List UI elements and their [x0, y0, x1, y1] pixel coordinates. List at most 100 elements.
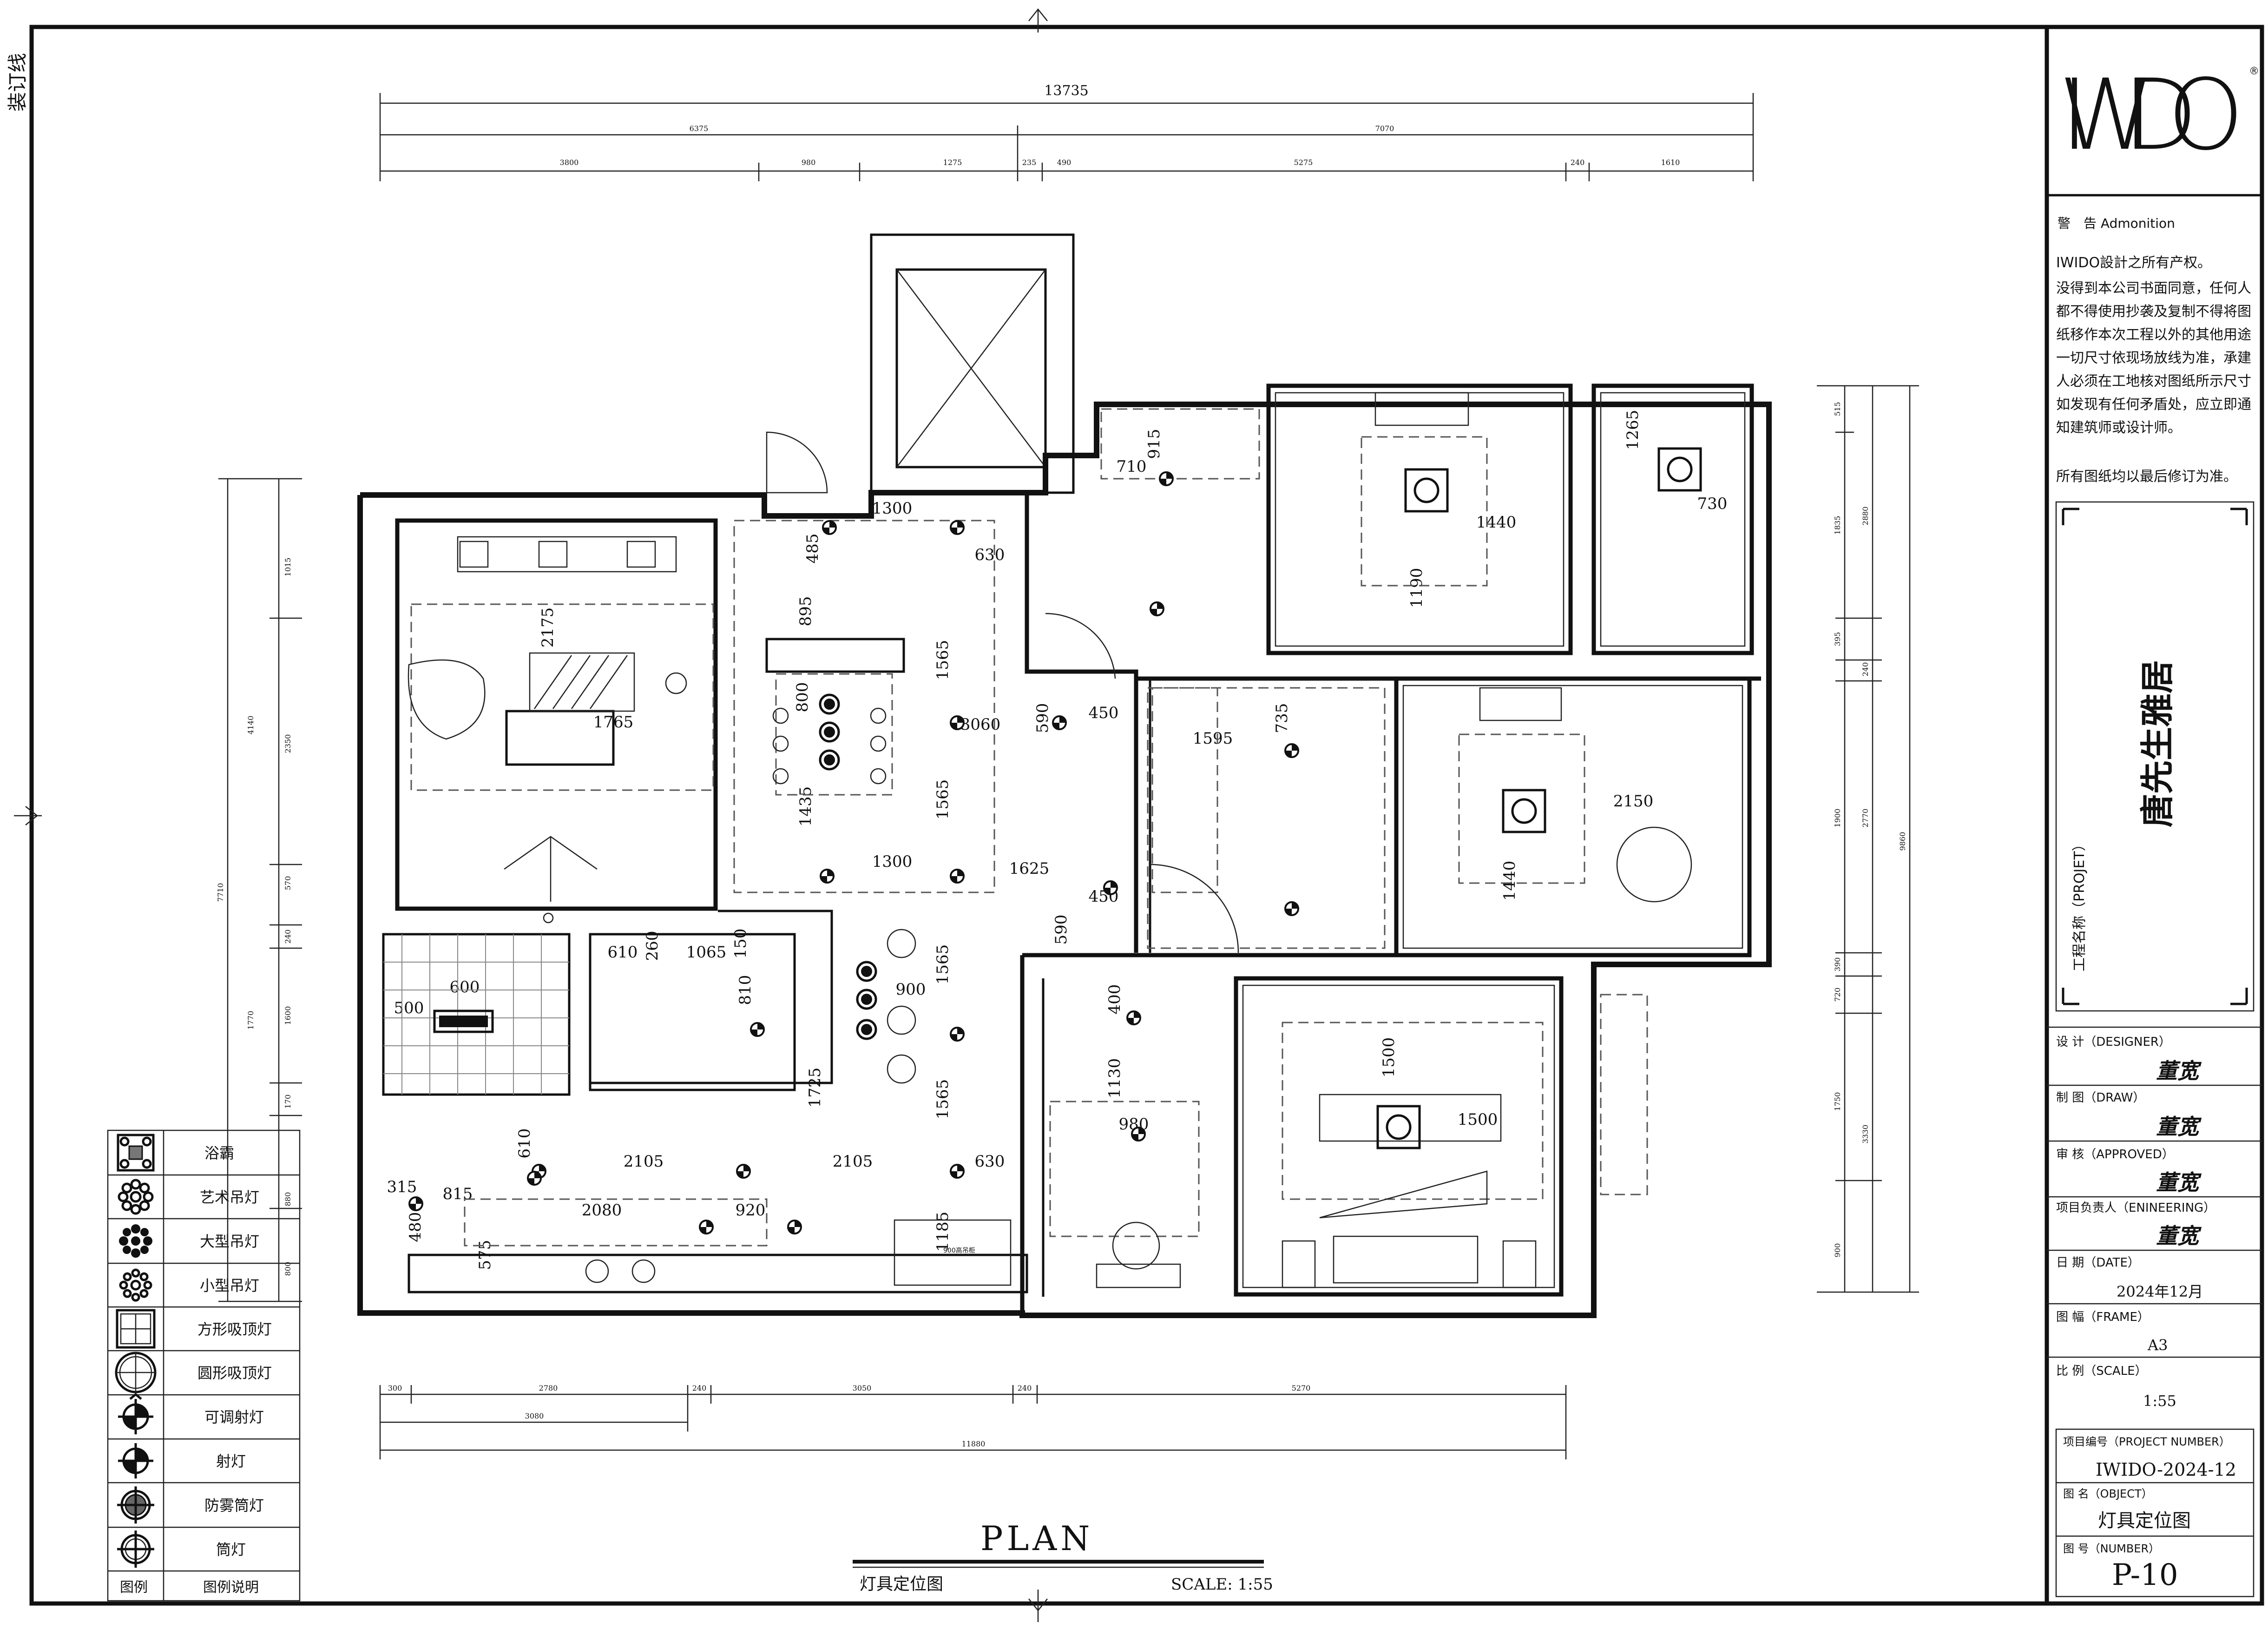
dimension-label: 2105 — [624, 1152, 664, 1171]
spotlight-fixture — [1131, 1127, 1146, 1142]
dimension-label: 2350 — [283, 734, 292, 753]
engineering-signature: 董宽 — [2156, 1223, 2202, 1248]
dimension-label: 2150 — [1613, 792, 1654, 811]
dimension-label: 1435 — [796, 786, 815, 827]
dimension-label: 315 — [387, 1178, 417, 1196]
project-number-label: 项目编号（PROJECT NUMBER） — [2063, 1435, 2230, 1448]
dimension-label: 11880 — [962, 1439, 986, 1448]
dimension-label: 610 — [515, 1128, 534, 1159]
dimension-label: 810 — [736, 975, 755, 1005]
legend-label: 小型吊灯 — [200, 1277, 259, 1294]
dimension-label: 235 — [1022, 158, 1037, 167]
number-label: 图 号（NUMBER） — [2063, 1542, 2160, 1555]
dimension-label: 1500 — [1380, 1037, 1398, 1078]
dimension-label: 980 — [802, 158, 816, 167]
dimension-label: 485 — [803, 534, 822, 564]
dimension-label: 710 — [1117, 457, 1147, 476]
spotlight-fixture — [1052, 715, 1067, 730]
square-ceiling-light-icon — [116, 1309, 156, 1349]
frame-value: A3 — [2147, 1336, 2168, 1354]
date-value: 2024年12月 — [2117, 1283, 2203, 1300]
approved-label: 审 核（APPROVED） — [2056, 1148, 2174, 1161]
legend-col-symbol: 图例 — [120, 1579, 148, 1596]
frame-label: 图 幅（FRAME） — [2056, 1310, 2150, 1324]
svg-text:没得到本公司书面同意，任何人: 没得到本公司书面同意，任何人 — [2056, 280, 2251, 297]
dimension-label: 590 — [1033, 703, 1052, 733]
dimension-label: 570 — [283, 876, 292, 891]
svg-text:知建筑师或设计师。: 知建筑师或设计师。 — [2056, 420, 2182, 436]
dimension-label: 1565 — [933, 944, 952, 985]
spotlight-fixture — [820, 869, 835, 884]
dimension-label: 3800 — [560, 158, 579, 167]
admonition-footer: 所有图纸均以最后修订为准。 — [2056, 469, 2237, 485]
square-light-fixture — [1404, 468, 1449, 513]
spotlight-fixture — [1150, 601, 1164, 616]
dimension-label: 300 — [388, 1384, 402, 1392]
dimension-label: 3330 — [1861, 1125, 1870, 1144]
legend-label: 筒灯 — [216, 1541, 246, 1558]
dimension-label: 260 — [643, 931, 662, 961]
legend-label: 艺术吊灯 — [200, 1188, 259, 1206]
dimension-label: 1600 — [283, 1006, 292, 1025]
dimension-label: 390 — [1833, 957, 1842, 972]
chandelier-fixture — [819, 721, 840, 743]
dimension-label: 900 — [896, 980, 926, 999]
dimension-label: 1015 — [283, 558, 292, 577]
plan-title-text: PLAN — [980, 1519, 1093, 1558]
admonition-body: IWIDO設計之所有产权。 没得到本公司书面同意，任何人 都不得使用抄袭及复制不… — [2056, 255, 2251, 436]
dimension-label: 1440 — [1500, 861, 1519, 901]
round-ceiling-light-icon — [115, 1352, 157, 1393]
dimension-label: 3050 — [853, 1384, 872, 1392]
legend-label: 浴霸 — [204, 1144, 234, 1162]
dimension-label: 2880 — [1861, 507, 1870, 526]
dimension-label: 1130 — [1105, 1058, 1124, 1099]
legend-label: 防雾筒灯 — [204, 1497, 264, 1514]
dimension-label: 610 — [608, 943, 638, 962]
dimension-label: 240 — [1018, 1384, 1032, 1392]
bath-heater-icon — [117, 1134, 155, 1172]
svg-text:IWIDO設計之所有产权。: IWIDO設計之所有产权。 — [2056, 255, 2211, 271]
dimension-label: 730 — [1697, 495, 1728, 513]
legend-label: 圆形吸顶灯 — [197, 1364, 272, 1382]
dimension-label: 1300 — [872, 499, 913, 518]
dimension-label: 1565 — [933, 640, 952, 680]
dimension-label: 600 — [450, 978, 480, 996]
dimension-label: 2770 — [1861, 809, 1870, 828]
downlight-icon — [117, 1531, 154, 1568]
dimension-label: 895 — [796, 596, 815, 627]
legend-col-desc: 图例说明 — [203, 1579, 259, 1596]
title-block: IWIDO ® 警 告 Admonition IWIDO設計之所有产权。 没得到… — [2047, 58, 2262, 1597]
dimension-label: 1190 — [1407, 568, 1426, 608]
dimension-label: 1595 — [1193, 729, 1233, 748]
dimension-label: 2080 — [582, 1201, 622, 1220]
chandelier-fixture — [856, 961, 877, 982]
square-light-fixture — [1502, 789, 1546, 833]
legend: 浴霸 艺术吊灯 大型吊灯 小型吊灯 方形吸顶灯 圆形吸顶灯 可调射灯 射灯 防雾… — [107, 1129, 301, 1602]
spotlight-fixture — [1284, 743, 1299, 758]
dimension-label: 815 — [443, 1185, 473, 1203]
small-chandelier-icon — [119, 1268, 152, 1302]
spotlight-fixture — [822, 520, 837, 535]
dimension-label: 1265 — [1624, 410, 1642, 450]
dimension-label: 920 — [736, 1201, 766, 1220]
spotlight-fixture — [527, 1171, 542, 1186]
light-fixtures — [408, 447, 1702, 1234]
dimension-label: 1725 — [806, 1068, 824, 1108]
legend-label: 可调射灯 — [204, 1408, 264, 1426]
dimension-label: 735 — [1273, 703, 1291, 733]
dimension-label: 240 — [283, 930, 292, 944]
scale-value: 1:55 — [2143, 1392, 2176, 1410]
dimension-label: 2175 — [539, 607, 557, 648]
spotlight-fixture — [950, 869, 965, 884]
spotlight-fixture — [408, 1196, 423, 1211]
brand-logo: IWIDO — [2058, 58, 2246, 172]
dimension-label: 7070 — [1375, 124, 1394, 133]
object-label: 图 名（OBJECT） — [2063, 1487, 2153, 1500]
svg-text:一切尺寸依现场放线为准，承建: 一切尺寸依现场放线为准，承建 — [2056, 350, 2251, 366]
project-number-value: IWIDO-2024-12 — [2096, 1459, 2236, 1480]
dimension-label: 1565 — [933, 779, 952, 820]
chandelier-fixture — [856, 989, 877, 1010]
dimension-label: 515 — [1833, 402, 1842, 416]
dimension-label: 13735 — [1044, 83, 1088, 99]
